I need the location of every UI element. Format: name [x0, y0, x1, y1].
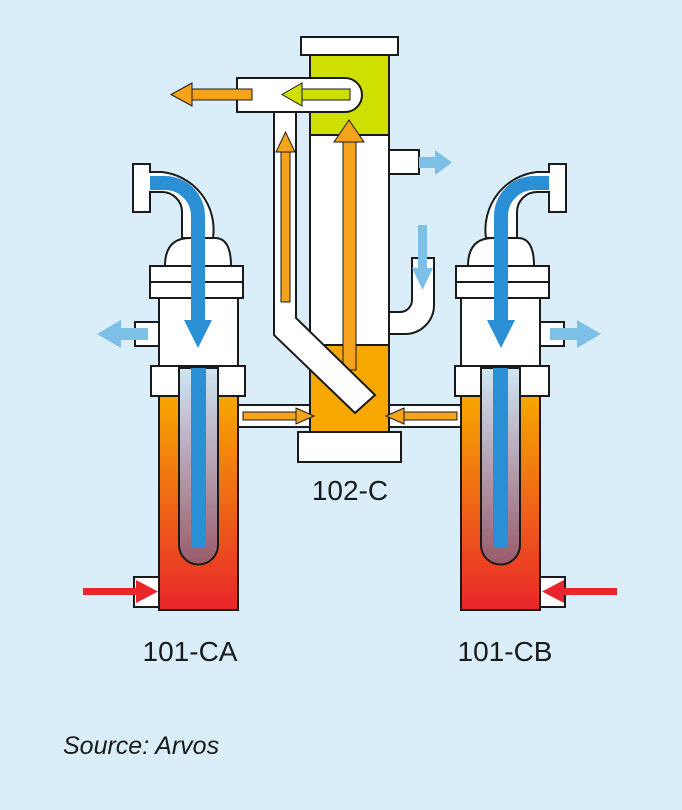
column-102c — [297, 36, 420, 463]
column-vent-arrow — [419, 150, 452, 175]
label-101ca: 101-CA — [143, 636, 238, 667]
left-red-inlet-arrow-shaft — [83, 588, 138, 595]
left-red-inlet-arrow-head — [136, 580, 158, 603]
column-top-cap — [300, 36, 399, 56]
steam-out-arrow-head — [169, 82, 193, 107]
column-up-arrow-shaft — [342, 139, 357, 371]
exchanger-101cb — [384, 163, 617, 611]
column-side-nozzle — [388, 149, 420, 175]
column-up-arrow-head — [333, 119, 365, 143]
riser-pipe — [169, 77, 377, 415]
steam-out-arrow-shaft — [189, 88, 253, 101]
feed-pipe — [388, 225, 435, 335]
label-101cb: 101-CB — [458, 636, 553, 667]
right-water-down-arrowhead — [487, 320, 515, 348]
right-red-inlet-arrow-shaft — [562, 588, 617, 595]
column-bottom-base — [297, 431, 402, 463]
exchanger-101ca — [83, 163, 316, 611]
label-102c: 102-C — [312, 475, 388, 506]
left-water-down-arrowhead — [184, 320, 212, 348]
right-red-inlet-arrow-head — [542, 580, 564, 603]
source-caption: Source: Arvos — [63, 732, 219, 760]
